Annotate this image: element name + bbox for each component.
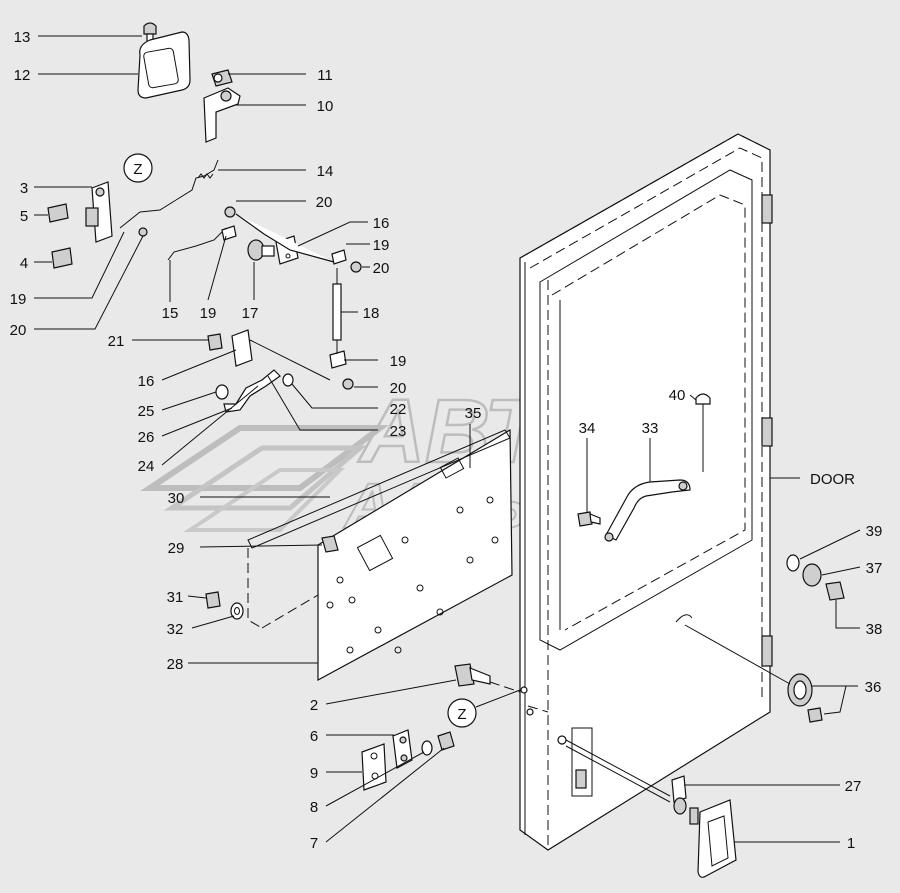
part-9-plate — [361, 743, 387, 791]
part-8-washer — [421, 740, 433, 756]
label-20-lower: 20 — [390, 380, 407, 397]
part-20-clips — [224, 206, 362, 390]
detail-marker-z1: Z — [123, 153, 153, 183]
label-19-lower: 19 — [390, 353, 407, 370]
label-24: 24 — [138, 458, 155, 475]
part-33-handle — [604, 479, 691, 542]
label-31: 31 — [167, 589, 184, 606]
label-26: 26 — [138, 429, 155, 446]
part-12-cover — [137, 31, 191, 99]
label-2: 2 — [310, 697, 318, 714]
part-25-washer — [215, 384, 229, 400]
label-27: 27 — [845, 778, 862, 795]
label-33: 33 — [642, 420, 659, 437]
part-16-plate-lower — [231, 329, 331, 381]
label-6: 6 — [310, 728, 318, 745]
label-40: 40 — [669, 387, 686, 404]
label-18: 18 — [363, 305, 380, 322]
label-14: 14 — [317, 163, 334, 180]
label-30: 30 — [168, 490, 185, 507]
part-18-rod — [332, 268, 342, 354]
part-40-pin — [695, 393, 711, 472]
label-19-left: 19 — [10, 291, 27, 308]
part-34-screw — [577, 511, 601, 527]
label-39: 39 — [866, 523, 883, 540]
label-9: 9 — [310, 765, 318, 782]
detail-marker-z2-text: Z — [457, 706, 466, 723]
label-35: 35 — [465, 405, 482, 422]
label-28: 28 — [167, 656, 184, 673]
label-4: 4 — [20, 255, 28, 272]
label-37: 37 — [866, 560, 883, 577]
part-10-bracket — [203, 87, 241, 143]
label-19-top: 19 — [373, 237, 390, 254]
part-30-gasket — [247, 429, 511, 629]
part-19-clips — [221, 213, 347, 369]
part-21-screw — [207, 333, 223, 351]
part-15-rod — [119, 199, 227, 261]
part-32-washer — [230, 602, 244, 620]
label-10: 10 — [317, 98, 334, 115]
part-39-washer — [786, 554, 800, 572]
label-7: 7 — [310, 835, 318, 852]
label-3: 3 — [20, 180, 28, 197]
part-6-bracket — [392, 729, 413, 769]
label-15: 15 — [162, 305, 179, 322]
label-20-left: 20 — [10, 322, 27, 339]
callout-labels: 13 12 11 10 14 3 5 4 19 20 20 16 19 20 1… — [10, 29, 883, 852]
detail-marker-z2: Z — [447, 689, 521, 728]
label-11: 11 — [317, 67, 333, 84]
label-25: 25 — [138, 403, 155, 420]
label-19-center: 19 — [200, 305, 217, 322]
label-door: DOOR — [810, 471, 855, 488]
label-34: 34 — [579, 420, 596, 437]
part-27-rod — [565, 739, 687, 815]
label-16-lower: 16 — [138, 373, 155, 390]
part-31-bolt — [205, 591, 221, 609]
part-3-lock-body — [85, 181, 113, 243]
part-5-screw — [47, 203, 69, 223]
label-29: 29 — [168, 540, 185, 557]
part-4-screw — [51, 247, 73, 269]
label-5: 5 — [20, 208, 28, 225]
label-20-mid: 20 — [373, 260, 390, 277]
part-22-washer — [282, 373, 294, 387]
label-36: 36 — [865, 679, 882, 696]
label-16-top: 16 — [373, 215, 390, 232]
label-20-top: 20 — [316, 194, 333, 211]
part-2-bolt — [454, 663, 521, 693]
part-11-knob — [211, 69, 233, 87]
label-8: 8 — [310, 799, 318, 816]
part-37-bushing — [802, 563, 822, 587]
label-12: 12 — [14, 67, 31, 84]
label-13: 13 — [14, 29, 31, 46]
label-23: 23 — [390, 423, 407, 440]
label-22: 22 — [390, 401, 407, 418]
part-28-panel — [317, 428, 513, 682]
part-17-knob — [247, 239, 275, 261]
label-32: 32 — [167, 621, 184, 638]
watermark-logo — [140, 425, 389, 532]
part-36-escutcheon — [675, 614, 823, 723]
label-17: 17 — [242, 305, 259, 322]
label-1: 1 — [847, 835, 855, 852]
part-7-screw — [437, 731, 455, 751]
detail-marker-z1-text: Z — [133, 161, 142, 178]
leader-lines — [34, 35, 861, 843]
label-21: 21 — [108, 333, 125, 350]
part-29-screw — [321, 535, 339, 553]
label-38: 38 — [866, 621, 883, 638]
part-38-screw — [825, 581, 845, 601]
part-1-outside-handle — [689, 799, 737, 878]
part-14-spring — [175, 159, 219, 201]
